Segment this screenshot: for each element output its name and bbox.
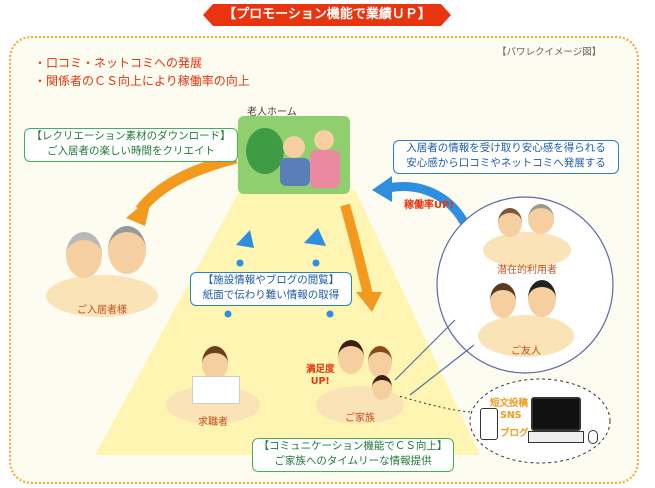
dot-right-top bbox=[313, 260, 320, 267]
residents-label: ご入居者様 bbox=[72, 301, 132, 316]
resident-woman-avatar bbox=[66, 232, 102, 278]
monitor-icon bbox=[531, 397, 581, 431]
dot-left bbox=[225, 311, 232, 318]
friends-label: ご友人 bbox=[496, 342, 556, 357]
facility-info-box: 【施設情報やブログの閲覧】 紙面で伝わり難い情報の取得 bbox=[190, 272, 352, 306]
potential-user-1-avatar bbox=[498, 208, 522, 237]
family-mother-avatar bbox=[368, 346, 392, 378]
satisfaction-up-label: 満足度 UP! bbox=[306, 364, 335, 388]
communication-title: 【コミュニケーション機能でＣＳ向上】 bbox=[253, 439, 453, 454]
keyboard-icon bbox=[528, 431, 584, 443]
recreation-title: 【レクリエーション素材のダウンロード】 bbox=[25, 129, 237, 144]
device-label-short-post: 短文投稿 bbox=[490, 395, 528, 409]
satisfaction-line2: UP! bbox=[306, 376, 335, 388]
device-label-sns: SNS bbox=[500, 410, 522, 421]
arrow-head-residents bbox=[126, 196, 152, 226]
friend-2-avatar bbox=[528, 280, 556, 317]
nursing-home-illustration bbox=[238, 116, 350, 194]
facility-info-title: 【施設情報やブログの閲覧】 bbox=[191, 273, 351, 288]
potential-users-label: 潜在的利用者 bbox=[487, 261, 567, 276]
word-of-mouth-line1: 入居者の情報を受け取り安心感を得られる bbox=[394, 141, 618, 156]
satisfaction-line1: 満足度 bbox=[306, 364, 335, 376]
facility-info-desc: 紙面で伝わり難い情報の取得 bbox=[191, 288, 351, 303]
mobile-phone-icon bbox=[480, 408, 498, 440]
family-father-avatar bbox=[338, 340, 364, 374]
spotlight-cone bbox=[95, 190, 480, 455]
communication-box: 【コミュニケーション機能でＣＳ向上】 ご家族へのタイムリーな情報提供 bbox=[252, 438, 454, 472]
family-label: ご家族 bbox=[330, 409, 390, 424]
dot-right bbox=[327, 311, 334, 318]
word-of-mouth-line2: 安心感から口コミやネットコミへ発展する bbox=[394, 156, 618, 171]
resident-man-avatar bbox=[108, 226, 146, 274]
mouse-icon bbox=[588, 430, 598, 444]
communication-desc: ご家族へのタイムリーな情報提供 bbox=[253, 454, 453, 469]
arrow-head-word-of-mouth bbox=[372, 176, 392, 202]
family-child-avatar bbox=[372, 375, 392, 400]
occupancy-up-label: 稼働率UP! bbox=[404, 196, 454, 211]
recreation-box: 【レクリエーション素材のダウンロード】 ご入居者の楽しい時間をクリエイト bbox=[24, 128, 238, 162]
dot-left-top bbox=[237, 260, 244, 267]
arrow-to-residents bbox=[140, 158, 236, 210]
word-of-mouth-box: 入居者の情報を受け取り安心感を得られる 安心感から口コミやネットコミへ発展する bbox=[393, 140, 619, 174]
nursing-home-label: 老人ホーム bbox=[247, 103, 297, 118]
potential-user-2-avatar bbox=[528, 204, 554, 234]
recreation-desc: ご入居者の楽しい時間をクリエイト bbox=[25, 144, 237, 159]
job-seeker-paper bbox=[192, 376, 240, 404]
job-seekers-label: 求職者 bbox=[183, 413, 243, 428]
device-label-blog: ブログ bbox=[500, 425, 529, 439]
friend-1-avatar bbox=[490, 283, 516, 318]
